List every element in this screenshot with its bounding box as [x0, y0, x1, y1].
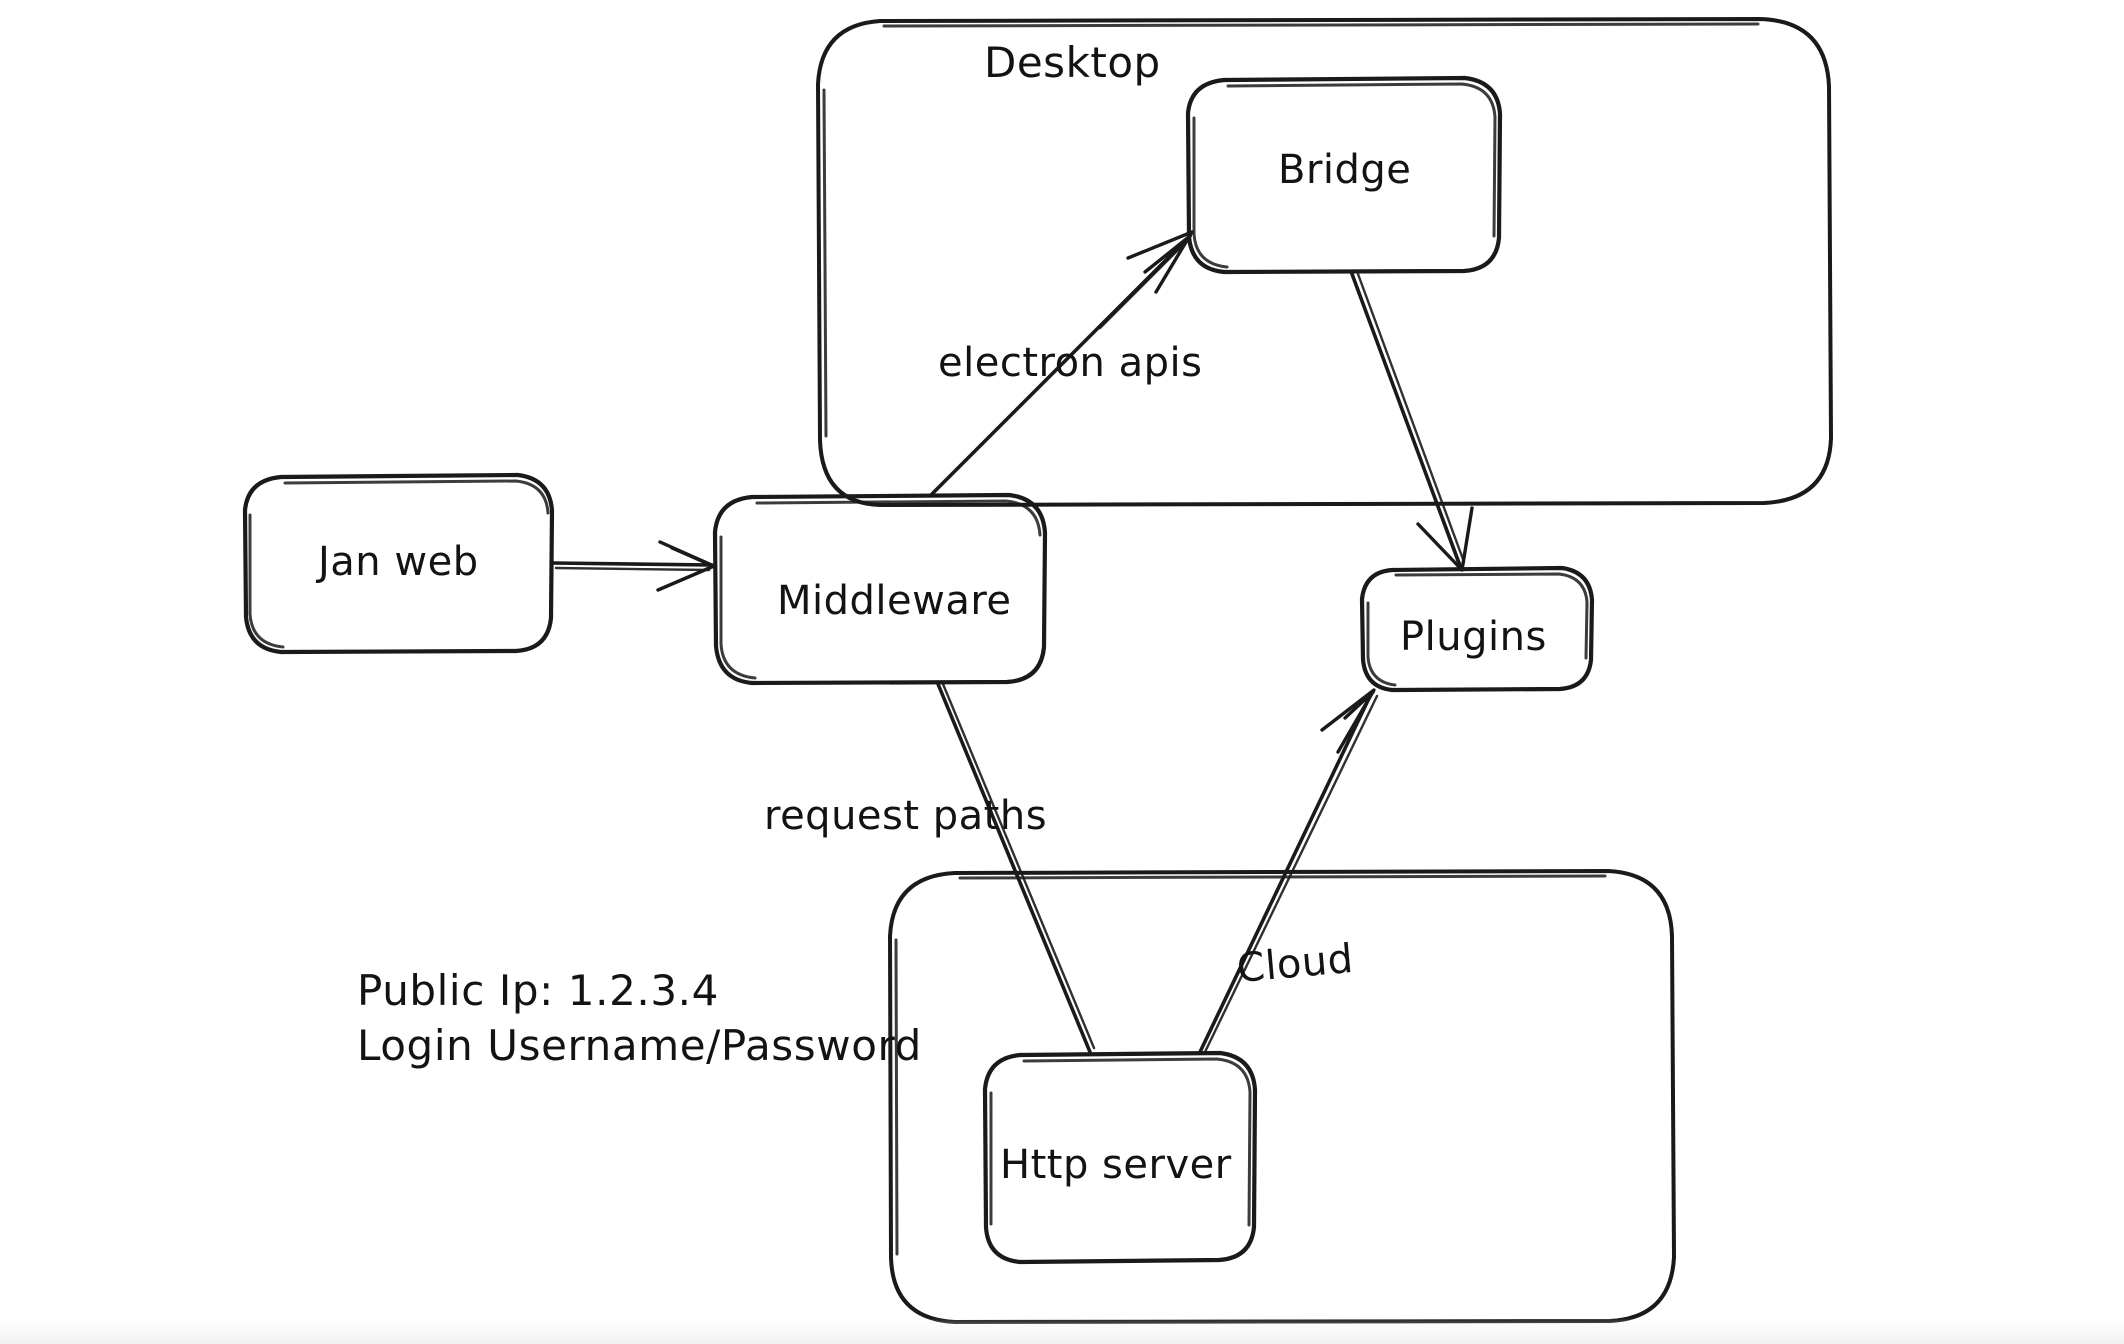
- edge-label-electron-apis: electron apis: [938, 340, 1203, 386]
- edge-label-request-paths: request paths: [764, 793, 1048, 839]
- note-public-ip: Public Ip: 1.2.3.4: [357, 966, 719, 1015]
- node-plugins-shape: [1359, 565, 1595, 693]
- node-label-http-server[interactable]: Http server: [1000, 1142, 1232, 1188]
- container-cloud-shape: [888, 869, 1676, 1324]
- note-public-ip-block: Public Ip: 1.2.3.4 Login Username/Passwo…: [357, 963, 922, 1074]
- note-login-credentials: Login Username/Password: [357, 1021, 922, 1071]
- node-label-bridge[interactable]: Bridge: [1278, 147, 1412, 193]
- node-label-middleware[interactable]: Middleware: [777, 578, 1012, 624]
- container-desktop-shape: [816, 17, 1833, 507]
- edge-middleware-to-http: [936, 682, 1096, 1054]
- node-label-plugins[interactable]: Plugins: [1400, 614, 1547, 660]
- node-http-server-shape: [982, 1050, 1258, 1265]
- edge-http-to-plugins: [1198, 688, 1379, 1054]
- edge-bridge-to-plugins: [1350, 272, 1474, 572]
- bottom-fade: [0, 1318, 2124, 1344]
- node-bridge-shape: [1185, 75, 1503, 275]
- container-label-desktop: Desktop: [984, 38, 1161, 87]
- node-middleware-shape: [712, 492, 1048, 686]
- edge-jan-to-middleware: [551, 540, 716, 592]
- edge-middleware-to-bridge: [930, 230, 1194, 496]
- node-jan-web-shape: [242, 472, 555, 655]
- node-label-jan-web[interactable]: Jan web: [318, 539, 479, 585]
